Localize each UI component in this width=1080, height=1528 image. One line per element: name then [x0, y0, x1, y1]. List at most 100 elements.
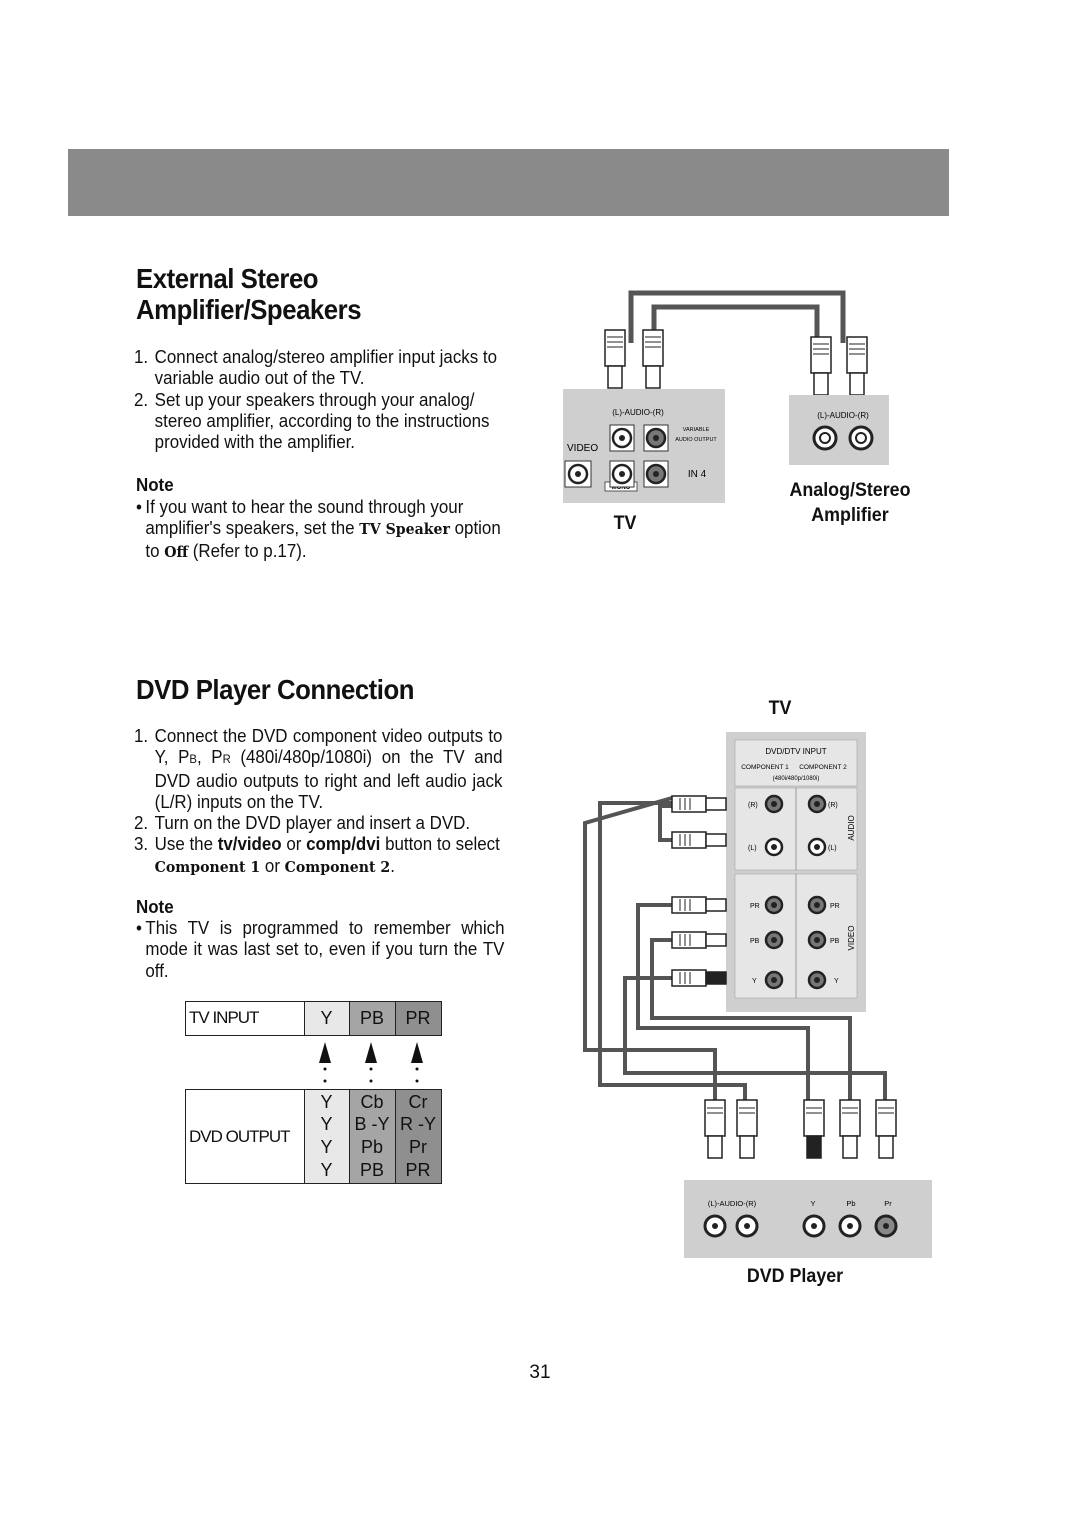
amp-plug-left — [810, 336, 832, 396]
tv-jack-c1-pb — [764, 930, 784, 950]
amplifier-label: Analog/Stereo Amplifier — [789, 480, 911, 526]
amp-audio-label: (L)-AUDIO-(R) — [817, 411, 869, 420]
dvd-cell: PR — [405, 1160, 431, 1180]
video-cables — [583, 796, 887, 1103]
dvd-y-label: Y — [810, 1199, 815, 1208]
jack-pr-label: PR — [830, 903, 840, 910]
tv-video-jack — [564, 460, 592, 488]
plug-y — [671, 969, 727, 987]
arrow-icon — [319, 1042, 331, 1083]
dvd-pr-label: Pr — [884, 1199, 892, 1208]
dvd-plug-audio-l — [704, 1099, 726, 1159]
tv-label-1: TV — [613, 513, 637, 534]
note-heading-2: Note — [136, 897, 174, 917]
dvd-output-block: DVD OUTPUT Y Cb Cr Y B -Y R -Y Y Pb Pr Y… — [185, 1089, 442, 1184]
tv-audio-label: (L)-AUDIO-(R) — [612, 408, 664, 417]
dvd-cell: Y — [320, 1092, 333, 1112]
tv-in-jack-l — [609, 460, 635, 488]
dvd-cell: Y — [320, 1114, 333, 1134]
amp-jack-r — [848, 425, 874, 451]
dvd-cell: Pr — [409, 1137, 427, 1157]
tv-jack-c1-pr — [764, 895, 784, 915]
dvd-pb-label: Pb — [846, 1199, 855, 1208]
dvd-plug-y — [803, 1099, 825, 1159]
tv-input-pr: PR — [405, 1008, 431, 1028]
jack-y-label: Y — [752, 978, 757, 985]
jack-l-label: (L) — [748, 845, 757, 852]
tv-input-y: Y — [320, 1008, 333, 1028]
tv-jack-c2-y — [807, 970, 827, 990]
dvd-cell: B -Y — [354, 1114, 390, 1134]
plug-audio-l — [671, 831, 727, 849]
dvd-cell: Pb — [360, 1137, 384, 1157]
dvd-jack-l — [703, 1214, 727, 1238]
tv-jack-c1-y — [764, 970, 784, 990]
plug-pr — [671, 896, 727, 914]
tv-jack-c1-r — [764, 794, 784, 814]
dvd-jack-pr — [874, 1214, 898, 1238]
tv-video-label: VIDEO — [567, 443, 598, 454]
arrow-icon — [411, 1042, 423, 1083]
tv-variable-jack-l — [609, 424, 635, 452]
note-text: •If you want to hear the sound through y… — [136, 497, 501, 561]
tv-jack-c2-l — [807, 837, 827, 857]
resolutions-label: (480i/480p/1080i) — [773, 776, 820, 782]
jack-r-label: (R) — [828, 802, 838, 809]
amplifier-panel — [789, 395, 889, 465]
jack-pr-label: PR — [750, 903, 760, 910]
component2-label: COMPONENT 2 — [799, 764, 847, 771]
note-heading: Note — [136, 475, 174, 495]
tv-variable-label: VARIABLE — [683, 427, 710, 433]
tv-mono-label: MONO — [612, 485, 631, 491]
audio-cable — [628, 290, 846, 343]
amplifier-steps: 1.Connect analog/stereo amplifier input … — [134, 347, 502, 453]
plug-pb — [671, 931, 727, 949]
list-item: 1.Connect analog/stereo amplifier input … — [134, 347, 498, 389]
list-item: 1.Connect the DVD component video output… — [134, 726, 503, 812]
tv-jack-c1-l — [764, 837, 784, 857]
dvd-player-label: DVD Player — [746, 1266, 844, 1287]
panel-title: DVD/DTV INPUT — [765, 747, 826, 756]
jack-pb-label: PB — [750, 938, 760, 945]
dvd-cell: PB — [359, 1160, 384, 1180]
tv-jack-c2-r — [807, 794, 827, 814]
section-title-dvd: DVD Player Connection — [136, 674, 415, 705]
tv-audio-output-label: AUDIO OUTPUT — [675, 437, 717, 443]
dvd-plug-pb — [839, 1099, 861, 1159]
dvd-jack-r — [735, 1214, 759, 1238]
list-item: 3.Use the tv/video or comp/dvi button to… — [134, 834, 500, 876]
amplifier-connection-diagram: (L)-AUDIO-(R) VIDEO VARIABLE AUDIO OUTPU… — [563, 290, 889, 503]
tv-input-pb: PB — [359, 1008, 384, 1028]
video-side-label: VIDEO — [847, 926, 856, 951]
dvd-cell: Cb — [360, 1092, 384, 1112]
dvd-jack-y — [802, 1214, 826, 1238]
dvd-steps: 1.Connect the DVD component video output… — [134, 726, 502, 878]
dvd-connection-diagram: DVD/DTV INPUT COMPONENT 1 COMPONENT 2 (4… — [583, 732, 932, 1258]
dvd-cell: R -Y — [400, 1114, 436, 1134]
dvd-jack-pb — [838, 1214, 862, 1238]
list-item: 2.Turn on the DVD player and insert a DV… — [134, 813, 471, 834]
dvd-cell: Y — [320, 1160, 333, 1180]
tv-in-label: IN 4 — [688, 469, 707, 480]
tv-jack-c2-pb — [807, 930, 827, 950]
tv-plug-right — [642, 329, 664, 389]
tv-variable-jack-r — [643, 424, 669, 452]
audio-side-label: AUDIO — [847, 815, 856, 840]
jack-l-label: (L) — [828, 845, 837, 852]
tv-input-row: TV INPUT Y PB PR — [185, 1001, 442, 1036]
note-text-2: •This TV is programmed to remember which… — [136, 918, 505, 981]
header-band — [68, 149, 949, 216]
dvd-audio-label: (L)-AUDIO-(R) — [708, 1199, 757, 1208]
dvd-output-label: DVD OUTPUT — [189, 1127, 290, 1146]
dvd-plug-audio-r — [736, 1099, 758, 1159]
amp-plug-right — [846, 336, 868, 396]
dvd-cell: Y — [320, 1137, 333, 1157]
tv-label-2: TV — [768, 698, 792, 719]
tv-jack-c2-pr — [807, 895, 827, 915]
page-number: 31 — [529, 1362, 551, 1383]
amp-jack-l — [812, 425, 838, 451]
jack-y-label: Y — [834, 978, 839, 985]
component1-label: COMPONENT 1 — [741, 764, 789, 771]
list-item: 2.Set up your speakers through your anal… — [134, 389, 490, 453]
tv-in-jack-r — [643, 460, 669, 488]
